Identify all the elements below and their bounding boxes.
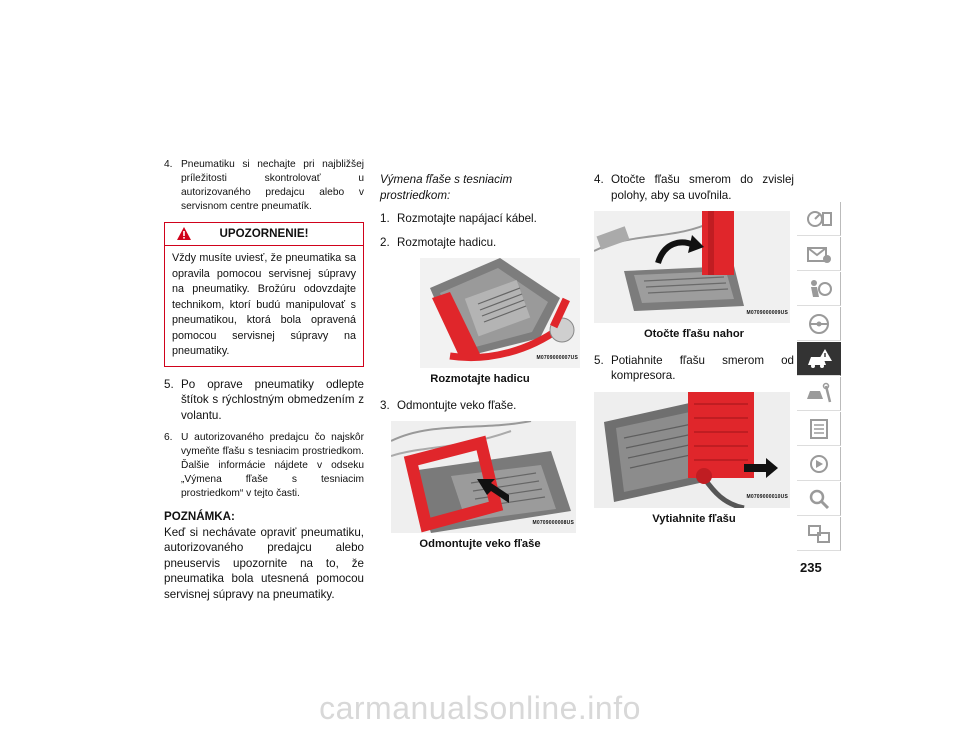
figure-remove-bottle-cap: M0709000008US [391,421,576,533]
wrench-car-icon [806,382,831,402]
tab-specifications[interactable] [797,412,841,446]
step-text: Odmontujte veko fľaše. [397,398,517,412]
tab-index[interactable] [797,482,841,516]
step-text: Rozmotajte napájací kábel. [397,212,537,225]
step-number: 2. [380,235,390,249]
tab-info[interactable] [797,237,841,271]
warning-box: UPOZORNENIE! Vždy musíte uviesť, že pneu… [164,222,364,367]
step-number: 4. [594,173,604,186]
tab-driving[interactable] [797,307,841,341]
step-number: 5. [594,353,604,367]
step-text: Po oprave pneumatiky odlepte štítok s rý… [181,377,364,422]
column-right: 4. Otočte fľašu smerom do zvislej polohy… [594,172,794,537]
figure-caption: Vytiahnite fľašu [652,512,736,525]
warning-triangle-icon [177,226,191,248]
figure-rotate-bottle-illustration [594,211,790,323]
step-number: 3. [380,398,390,412]
section-title: Výmena fľaše s tesniacim prostriedkom: [380,173,513,202]
tab-language[interactable] [797,517,841,551]
figure-code: M0709000007US [536,354,578,361]
figure-unwind-hose-illustration [420,258,580,368]
note-text: Keď si nechávate opraviť pneumatiku, aut… [164,525,364,601]
step-4: 4. Pneumatiku si nechajte pri najbližšej… [164,158,364,214]
step-6: 6. U autorizovaného predajcu čo najskôr … [164,431,364,501]
step-text: Potiahnite fľašu smerom od kompre­sora. [611,353,794,383]
figure-code: M0709000008US [532,519,574,526]
column-middle: Výmena fľaše s tesniacim prostriedkom: 1… [380,172,580,563]
step-text: Pneumatiku si nechajte pri najbližšej pr… [181,159,364,212]
car-warning-icon [807,348,832,368]
step-text: U autorizovaného predajcu čo najskôr vym… [181,432,364,499]
envelope-info-icon [806,246,831,263]
step-text: Rozmotajte hadicu. [397,235,497,249]
figure-code: M0709000009US [746,309,788,316]
step-4: 4. Otočte fľašu smerom do zvislej polohy… [594,172,794,203]
figure-unwind-hose: M0709000007US [420,258,580,368]
warning-title: UPOZORNENIE! [219,227,309,240]
specifications-list-icon [809,418,828,439]
figure-code: M0709000010US [746,494,788,500]
multimedia-icon [809,454,828,473]
figure-caption: Otočte fľašu nahor [643,328,745,340]
warning-header: UPOZORNENIE! [165,223,363,246]
step-number: 1. [380,212,390,225]
tab-multimedia[interactable] [797,447,841,481]
page-number: 235 [800,560,822,575]
safety-airbag-icon [810,279,832,297]
note-title: POZNÁMKA: [164,510,235,523]
column-left: 4. Pneumatiku si nechajte pri najbližšej… [164,158,364,602]
figure-caption: Odmontujte veko fľaše [419,538,541,550]
warning-text: Vždy musíte uviesť, že pneumatika sa opr… [172,252,356,357]
watermark-text: carmanualsonline.info [319,690,641,726]
tab-emergency[interactable] [797,342,841,376]
figure-rotate-bottle: M0709000009US [594,211,790,323]
figure-caption: Rozmotajte hadicu [430,373,530,385]
step-1: 1. Rozmotajte napájací kábel. [380,211,580,227]
tab-instrument-cluster[interactable] [797,202,841,236]
step-number: 6. [164,432,173,443]
tab-safety[interactable] [797,272,841,306]
language-icon [807,524,830,543]
tab-servicing[interactable] [797,377,841,411]
step-5: 5. Po oprave pneumatiky odlepte štítok s… [164,377,364,424]
search-index-icon [809,489,829,509]
instrument-cluster-icon [806,210,832,227]
step-number: 5. [164,377,174,391]
step-number: 4. [164,159,173,170]
figure-pull-bottle: M0709000010US [594,391,790,508]
step-2: 2. Rozmotajte hadicu. [380,235,580,251]
figure-remove-bottle-cap-illustration [391,421,576,533]
chapter-tabs [797,202,841,552]
steering-wheel-icon [808,313,829,334]
step-text: Otočte fľašu smerom do zvislej polohy, a… [611,173,794,202]
step-5: 5. Potiahnite fľašu smerom od kompre­sor… [594,353,794,384]
step-3: 3. Odmontujte veko fľaše. [380,398,580,414]
figure-pull-bottle-illustration [594,391,790,508]
